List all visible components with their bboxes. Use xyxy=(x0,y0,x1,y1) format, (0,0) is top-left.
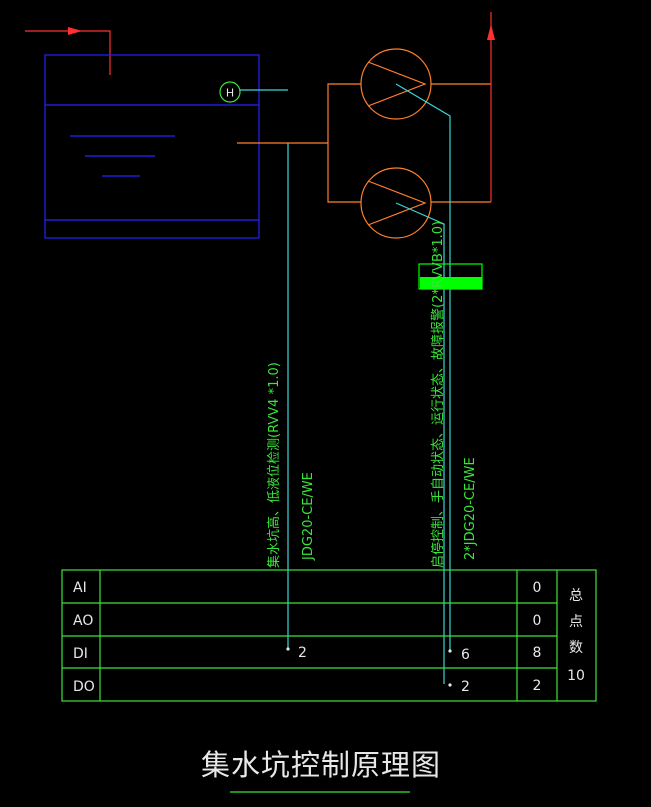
row-label-di: DI xyxy=(73,646,88,662)
row-label-ai: AI xyxy=(73,580,87,596)
cable-left-label: 集水坑高、低液位检测(RVV4 *1.0) xyxy=(266,362,282,568)
pump-1-icon xyxy=(360,48,432,120)
conduit-right-label: 2*JDG20-CE/WE xyxy=(463,457,478,560)
point-table xyxy=(61,569,597,702)
pump-2-icon xyxy=(360,167,432,239)
conduit-left-label: JDG20-CE/WE xyxy=(301,472,316,561)
di-left-value: 2 xyxy=(298,645,307,661)
outlet-arrow-icon xyxy=(487,24,495,40)
total-char-1: 总 xyxy=(569,588,583,604)
count-ai: 0 xyxy=(533,580,542,596)
total-char-3: 数 xyxy=(569,640,583,656)
inlet-pipe xyxy=(25,30,111,75)
level-sensor: H xyxy=(219,81,288,103)
total-char-2: 点 xyxy=(569,614,583,630)
count-ao: 0 xyxy=(533,613,542,629)
di-right-value: 6 xyxy=(461,647,470,663)
row-label-ao: AO xyxy=(73,613,93,629)
page-title: 集水坑控制原理图 xyxy=(201,748,441,782)
pump-piping xyxy=(237,83,491,203)
level-sensor-tag: H xyxy=(226,87,234,100)
count-do: 2 xyxy=(533,678,542,694)
do-right-value: 2 xyxy=(461,679,470,695)
count-di: 8 xyxy=(533,645,542,661)
terminal-dots xyxy=(286,647,452,687)
total-value: 10 xyxy=(567,668,585,684)
row-label-do: DO xyxy=(73,679,95,695)
inlet-arrow-icon xyxy=(68,27,82,35)
cable-right-label: 启停控制、手自动状态、运行状态、故障报警(2*RVVB*1.0) xyxy=(430,221,446,568)
signal-lines xyxy=(287,83,451,684)
controller-box xyxy=(418,263,483,290)
sump-tank xyxy=(44,54,260,239)
